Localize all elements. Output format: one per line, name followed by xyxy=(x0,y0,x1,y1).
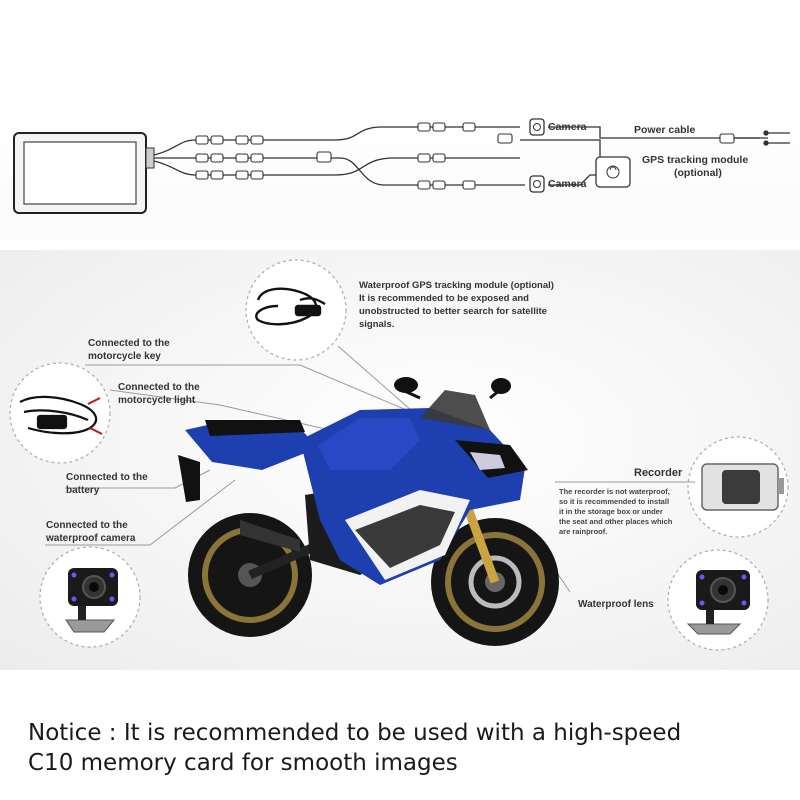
power-cable-label: Power cable xyxy=(634,124,696,136)
light-callout-line2: motorcycle light xyxy=(118,395,196,406)
gps-callout-title: Waterproof GPS tracking module (optional… xyxy=(359,280,554,291)
camera-head-bottom xyxy=(529,175,545,193)
notice-line2: C10 memory card for smooth images xyxy=(28,750,458,776)
battery-callout-line1: Connected to the xyxy=(66,472,148,483)
recorder-device-icon xyxy=(701,463,784,511)
recorder-note-line5: are rainproof. xyxy=(559,527,608,536)
gps-callout-line4: signals. xyxy=(359,319,395,330)
camera-callout-line2: waterproof camera xyxy=(46,533,136,544)
camera-head-top xyxy=(529,118,545,136)
callout-lines xyxy=(45,345,695,593)
recorder-note-line4: the seat and other places which xyxy=(559,517,673,526)
recorder-note-line2: so it is recommended to install xyxy=(559,497,670,506)
light-callout-line1: Connected to the xyxy=(118,382,200,393)
recorder-note-line1: The recorder is not waterproof, xyxy=(559,487,670,496)
recorder-note-line3: it in the storage box or under xyxy=(559,507,663,516)
gps-callout-line2: It is recommended to be exposed and xyxy=(359,293,529,304)
gps-module-optional-label: (optional) xyxy=(674,167,722,179)
recorder-device xyxy=(13,132,155,214)
camera-label-top: Camera xyxy=(548,121,587,133)
key-callout-line2: motorcycle key xyxy=(88,351,161,362)
camera-label-bottom: Camera xyxy=(548,178,587,190)
waterproof-camera-icon-left xyxy=(65,568,118,633)
motorcycle-illustration xyxy=(178,377,559,646)
waterproof-camera-icon-right xyxy=(686,570,750,635)
gps-module-box xyxy=(595,156,631,188)
camera-callout-line1: Connected to the xyxy=(46,520,128,531)
gps-callout-line3: unobstructed to better search for satell… xyxy=(359,306,547,317)
battery-callout-line2: battery xyxy=(66,485,100,496)
notice-line1: Notice : It is recommended to be used wi… xyxy=(28,720,682,746)
power-plug xyxy=(734,130,790,146)
gps-module-label: GPS tracking module xyxy=(642,154,749,166)
waterproof-lens-label: Waterproof lens xyxy=(578,599,654,610)
recorder-label: Recorder xyxy=(634,467,683,479)
notice-text: Notice : It is recommended to be used wi… xyxy=(28,718,788,778)
wiring-diagram xyxy=(13,118,790,214)
power-harness-icon xyxy=(19,395,103,435)
cable-connectors xyxy=(195,122,735,190)
gps-module-cable-icon xyxy=(255,287,326,326)
key-callout-line1: Connected to the xyxy=(88,338,170,349)
installation-diagram xyxy=(9,259,789,651)
